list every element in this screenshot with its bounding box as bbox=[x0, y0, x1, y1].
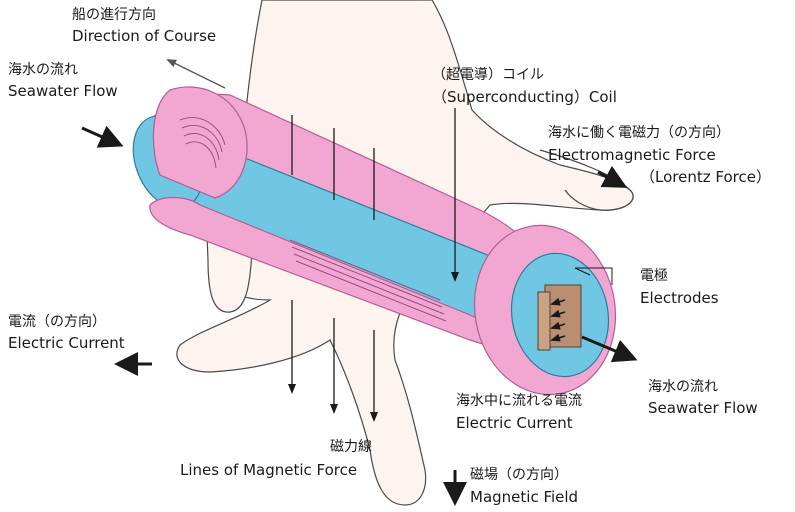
force-label-ja: 海水に働く電磁力（の方向） bbox=[548, 124, 730, 143]
coil-label-ja: （超電導）コイル bbox=[432, 66, 544, 85]
force-label-en-2: （Lorentz Force） bbox=[640, 168, 771, 187]
current-label-ja: 電流（の方向） bbox=[8, 313, 106, 332]
electrodes-label-ja: 電極 bbox=[640, 267, 668, 286]
electrode-plate-front bbox=[538, 292, 550, 350]
flow-in-label-ja: 海水の流れ bbox=[8, 61, 78, 80]
flow-in-label-en: Seawater Flow bbox=[8, 82, 118, 101]
electrodes-label-en: Electrodes bbox=[640, 289, 719, 308]
magnetic-field-label-ja: 磁場（の方向） bbox=[470, 466, 568, 485]
flow-out-label-en: Seawater Flow bbox=[648, 399, 758, 418]
course-arrow bbox=[168, 60, 225, 88]
seawater-current-label-en: Electric Current bbox=[456, 414, 573, 433]
electrodes bbox=[538, 285, 581, 350]
force-label-en: Electromagnetic Force bbox=[548, 146, 716, 165]
magnetic-lines-label-en: Lines of Magnetic Force bbox=[180, 461, 357, 480]
seawater-current-label-ja: 海水中に流れる電流 bbox=[456, 392, 582, 411]
magnetic-field-label-en: Magnetic Field bbox=[470, 488, 578, 507]
course-label-en: Direction of Course bbox=[72, 27, 216, 46]
magnetic-lines-label-ja: 磁力線 bbox=[330, 438, 372, 457]
current-label-en: Electric Current bbox=[8, 334, 125, 353]
flow-out-label-ja: 海水の流れ bbox=[648, 378, 718, 397]
course-label-ja: 船の進行方向 bbox=[72, 6, 156, 25]
coil-label-en: （Superconducting）Coil bbox=[432, 88, 617, 107]
flow-in-arrow bbox=[82, 128, 118, 144]
